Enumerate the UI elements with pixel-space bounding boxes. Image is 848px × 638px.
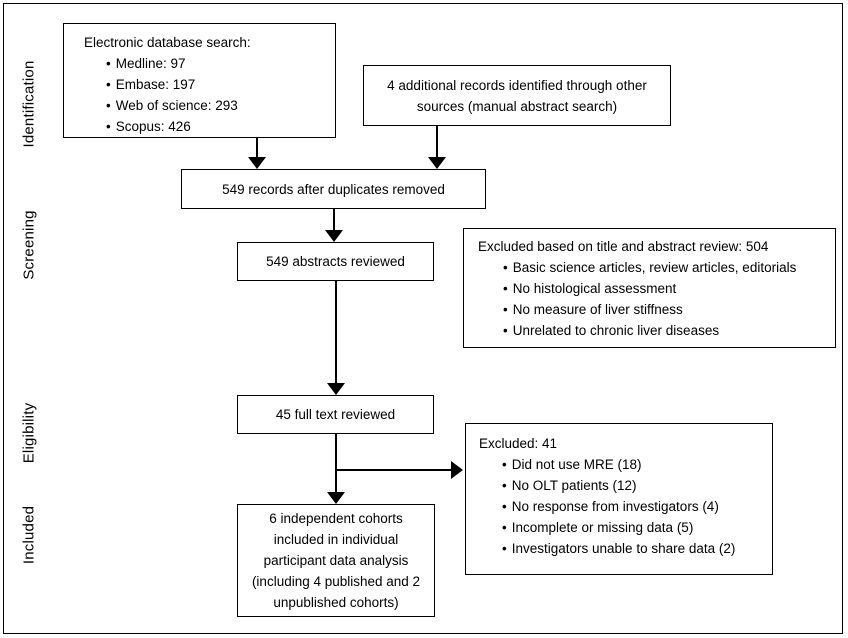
list-item: Basic science articles, review articles,…: [503, 257, 831, 278]
list-item: Embase: 197: [106, 74, 329, 95]
box-excluded-abstract-review: Excluded based on title and abstract rev…: [463, 228, 836, 348]
arrow-down-icon: [325, 230, 343, 242]
box-excluded-full-text: Excluded: 41 Did not use MRE (18) No OLT…: [465, 423, 773, 575]
box-title: Excluded based on title and abstract rev…: [478, 239, 769, 254]
outer-border: [3, 3, 843, 634]
box-records-after-duplicates: 549 records after duplicates removed: [181, 169, 486, 209]
list-item: No response from investigators (4): [502, 496, 768, 517]
stage-label-eligibility: Eligibility: [20, 402, 38, 464]
arrow-abstracts-to-fulltext-line: [335, 280, 337, 383]
arrow-down-icon: [248, 157, 266, 169]
arrow-additional-to-duplicates-line: [436, 125, 438, 157]
stage-label-identification: Identification: [20, 60, 38, 148]
list-item: Web of science: 293: [106, 95, 329, 116]
list-item: Incomplete or missing data (5): [502, 517, 768, 538]
arrow-down-icon: [428, 157, 446, 169]
arrow-fulltext-to-excluded-line: [336, 469, 451, 471]
list-item: No measure of liver stiffness: [503, 299, 831, 320]
box-text: 549 records after duplicates removed: [222, 181, 445, 197]
box-text: 6 independent cohorts included in indivi…: [251, 511, 421, 610]
box-title: Excluded: 41: [479, 436, 558, 451]
exclusion-reasons-list: Did not use MRE (18) No OLT patients (12…: [502, 454, 768, 559]
box-text: 4 additional records identified through …: [387, 77, 647, 114]
box-additional-records: 4 additional records identified through …: [363, 65, 671, 126]
box-text: 45 full text reviewed: [275, 407, 396, 422]
stage-label-screening: Screening: [20, 210, 38, 280]
arrow-duplicates-to-abstracts-line: [333, 208, 335, 230]
list-item: No OLT patients (12): [502, 475, 768, 496]
database-list: Medline: 97 Embase: 197 Web of science: …: [106, 53, 329, 137]
arrow-right-icon: [451, 461, 463, 479]
box-abstracts-reviewed: 549 abstracts reviewed: [237, 242, 434, 281]
list-item: Unrelated to chronic liver diseases: [503, 320, 831, 341]
arrow-down-icon: [327, 492, 345, 504]
list-item: No histological assessment: [503, 278, 831, 299]
list-item: Investigators unable to share data (2): [502, 538, 768, 559]
exclusion-reasons-list: Basic science articles, review articles,…: [503, 257, 831, 341]
box-title: Electronic database search:: [84, 35, 251, 50]
box-electronic-database-search: Electronic database search: Medline: 97 …: [63, 23, 336, 138]
box-full-text-reviewed: 45 full text reviewed: [237, 395, 434, 434]
list-item: Medline: 97: [106, 53, 329, 74]
list-item: Did not use MRE (18): [502, 454, 768, 475]
box-text: 549 abstracts reviewed: [266, 254, 405, 269]
arrow-down-icon: [327, 383, 345, 395]
box-included-cohorts: 6 independent cohorts included in indivi…: [237, 504, 435, 617]
arrow-fulltext-to-included-line: [335, 433, 337, 492]
stage-label-included: Included: [20, 505, 38, 565]
arrow-search-to-duplicates-line: [256, 137, 258, 157]
list-item: Scopus: 426: [106, 116, 329, 137]
